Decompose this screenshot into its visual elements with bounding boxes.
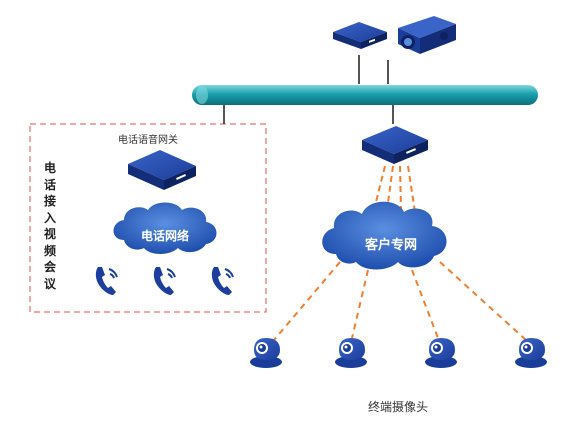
phone-icon [210, 266, 234, 296]
camera-icon [515, 338, 547, 368]
phone-icon [94, 266, 118, 296]
terminal-camera-label: 终端摄像头 [367, 400, 428, 414]
telephone-access-label: 电话接入视频会议 [43, 161, 56, 291]
camera-icon [250, 338, 282, 368]
switch-icon [362, 126, 428, 164]
telephone-network-label: 电话网络 [140, 229, 189, 243]
camera-icon [335, 338, 367, 368]
customer-network-label: 客户专网 [364, 238, 417, 253]
customer-network-cloud [322, 201, 447, 270]
gateway-icon [128, 150, 196, 190]
projector-icon [398, 16, 456, 54]
gateway-label: 电话语音网关 [118, 135, 178, 146]
telephone-access-region [29, 123, 267, 313]
cloud-to-camera-links [273, 261, 527, 341]
backbone-bus [192, 85, 538, 105]
server-icon [333, 22, 387, 49]
camera-icon [425, 338, 457, 368]
phone-icon [152, 266, 176, 296]
telephone-network-cloud [113, 202, 217, 254]
